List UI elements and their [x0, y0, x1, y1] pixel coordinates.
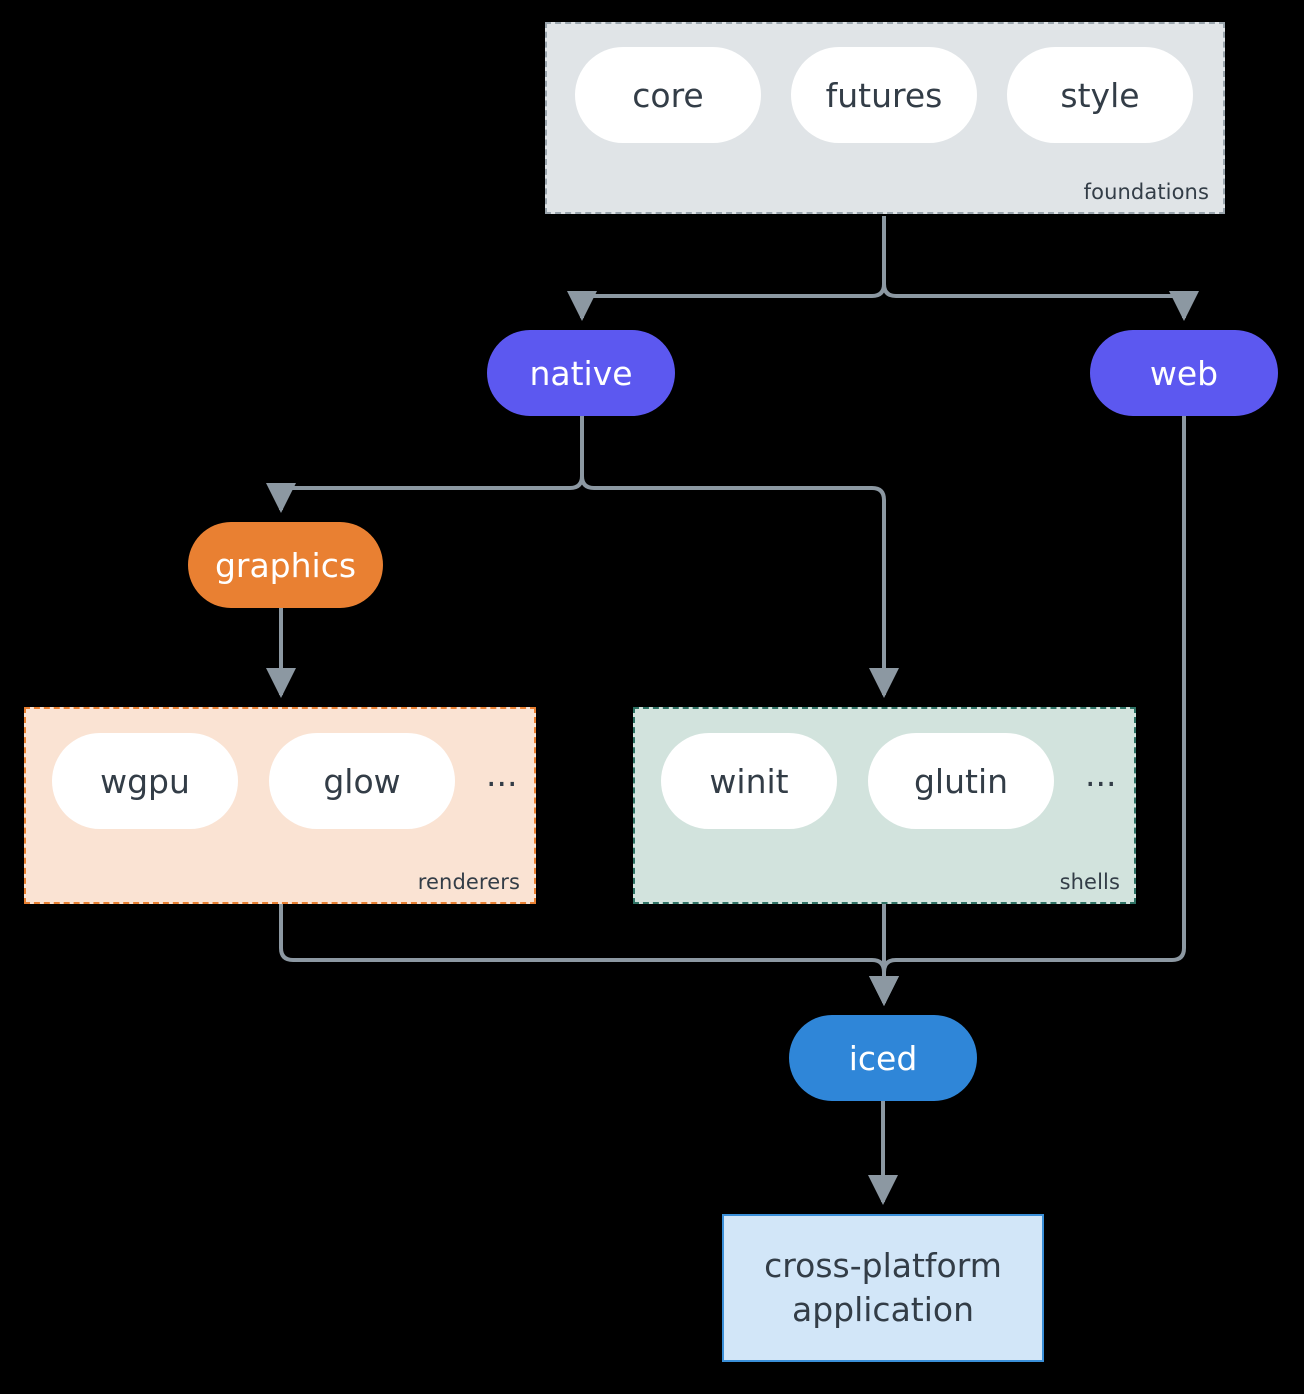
node-glutin[interactable]: glutin — [868, 733, 1054, 829]
group-label-renderers: renderers — [417, 870, 520, 894]
node-style[interactable]: style — [1007, 47, 1193, 143]
node-graphics[interactable]: graphics — [188, 522, 383, 608]
group-shells: winit glutin ... shells — [633, 707, 1136, 904]
edge-foundations-web — [882, 216, 1199, 321]
edge-native-shells — [580, 416, 899, 698]
node-iced[interactable]: iced — [789, 1015, 977, 1101]
group-renderers: wgpu glow ... renderers — [24, 707, 536, 904]
group-label-foundations: foundations — [1083, 180, 1209, 204]
node-glow[interactable]: glow — [269, 733, 455, 829]
node-core[interactable]: core — [575, 47, 761, 143]
node-winit[interactable]: winit — [661, 733, 837, 829]
node-native[interactable]: native — [487, 330, 675, 416]
node-wgpu[interactable]: wgpu — [52, 733, 238, 829]
edge-renderers-iced — [279, 904, 899, 1006]
group-label-shells: shells — [1059, 870, 1120, 894]
group-renderers-items: wgpu glow ... — [52, 733, 517, 829]
renderers-more-ellipsis: ... — [486, 754, 518, 794]
edge-native-graphics — [266, 416, 584, 513]
group-foundations: core futures style foundations — [545, 22, 1225, 214]
edge-foundations-native — [567, 216, 886, 321]
node-cross-platform-application[interactable]: cross-platform application — [722, 1214, 1044, 1362]
node-web[interactable]: web — [1090, 330, 1278, 416]
group-foundations-items: core futures style — [575, 47, 1193, 143]
group-shells-items: winit glutin ... — [661, 733, 1116, 829]
node-futures[interactable]: futures — [791, 47, 977, 143]
shells-more-ellipsis: ... — [1085, 754, 1117, 794]
